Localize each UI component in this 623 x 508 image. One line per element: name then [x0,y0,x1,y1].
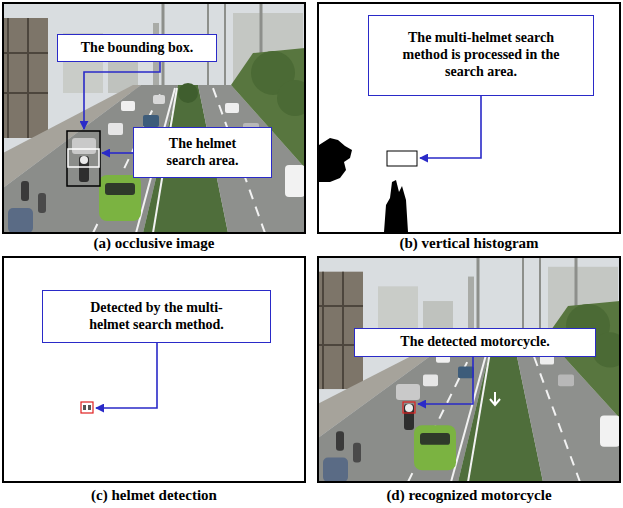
leader-arrow [418,357,473,404]
panel-caption: (b) vertical histogram [319,234,619,252]
callout-text: The multi-helmet search method is proces… [385,30,577,80]
panel-caption: (c) helmet detection [4,486,304,504]
callout-box: The detected motorcycle. [354,328,596,357]
callout-text: The detected motorcycle. [400,334,549,351]
photo-panel-a [3,3,313,233]
callout-box: The multi-helmet search method is proces… [368,15,594,96]
detection-panel-c [3,257,305,482]
callout-box: The bounding box. [57,34,217,62]
leader-arrow [84,62,160,129]
callout-box: The helmet search area. [133,127,272,178]
callout-box: Detected by the multi-helmet search meth… [42,290,271,343]
callout-text: Detected by the multi-helmet search meth… [73,300,240,334]
leader-arrow [102,152,133,154]
panel-caption: (d) recognized motorcycle [319,486,619,504]
callout-text: The bounding box. [81,40,193,57]
leader-arrow [420,96,481,158]
photo-panel-d [318,257,623,482]
histogram-panel-b [318,3,620,233]
panel-caption: (a) occlusive image [4,234,304,252]
callout-text: The helmet search area. [156,136,249,170]
leader-arrow [96,343,157,408]
